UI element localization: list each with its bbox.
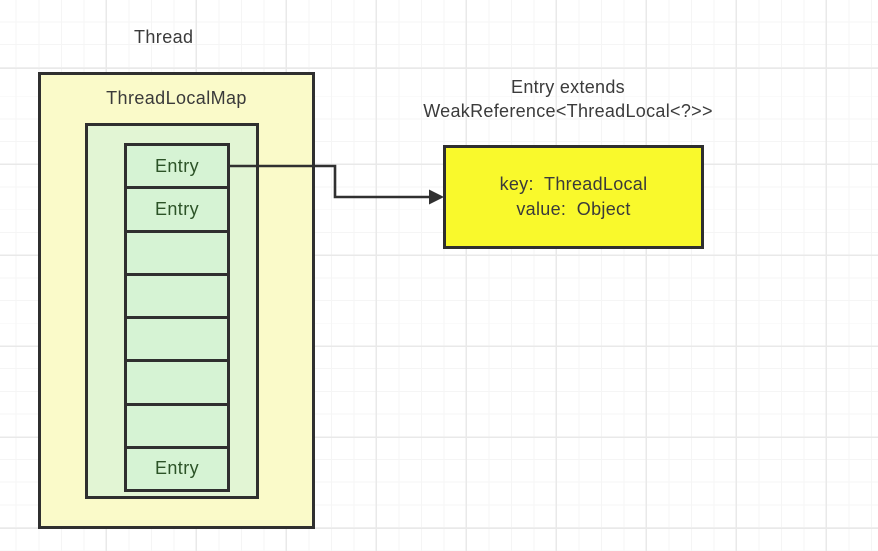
reference-arrow — [229, 164, 444, 205]
entry-cell — [127, 362, 227, 406]
annotation-line-2: WeakReference<ThreadLocal<?>> — [423, 101, 713, 121]
entry-annotation: Entry extends WeakReference<ThreadLocal<… — [398, 75, 738, 123]
entry-cell — [127, 319, 227, 363]
entry-cell: Entry — [127, 189, 227, 233]
threadlocalmap-label: ThreadLocalMap — [106, 88, 247, 108]
annotation-line-1: Entry extends — [511, 77, 625, 97]
entry-array: Entry Entry Entry — [124, 143, 230, 492]
entry-detail-box: key: ThreadLocal value: Object — [443, 145, 704, 249]
entry-cell — [127, 275, 227, 319]
entry-cell: Entry — [127, 146, 227, 190]
entry-cell — [127, 232, 227, 276]
thread-label: Thread — [134, 27, 194, 47]
entry-cell — [127, 405, 227, 449]
entry-detail-value: value: Object — [516, 199, 631, 219]
entry-detail-key: key: ThreadLocal — [499, 174, 648, 194]
entry-cell: Entry — [127, 448, 227, 489]
